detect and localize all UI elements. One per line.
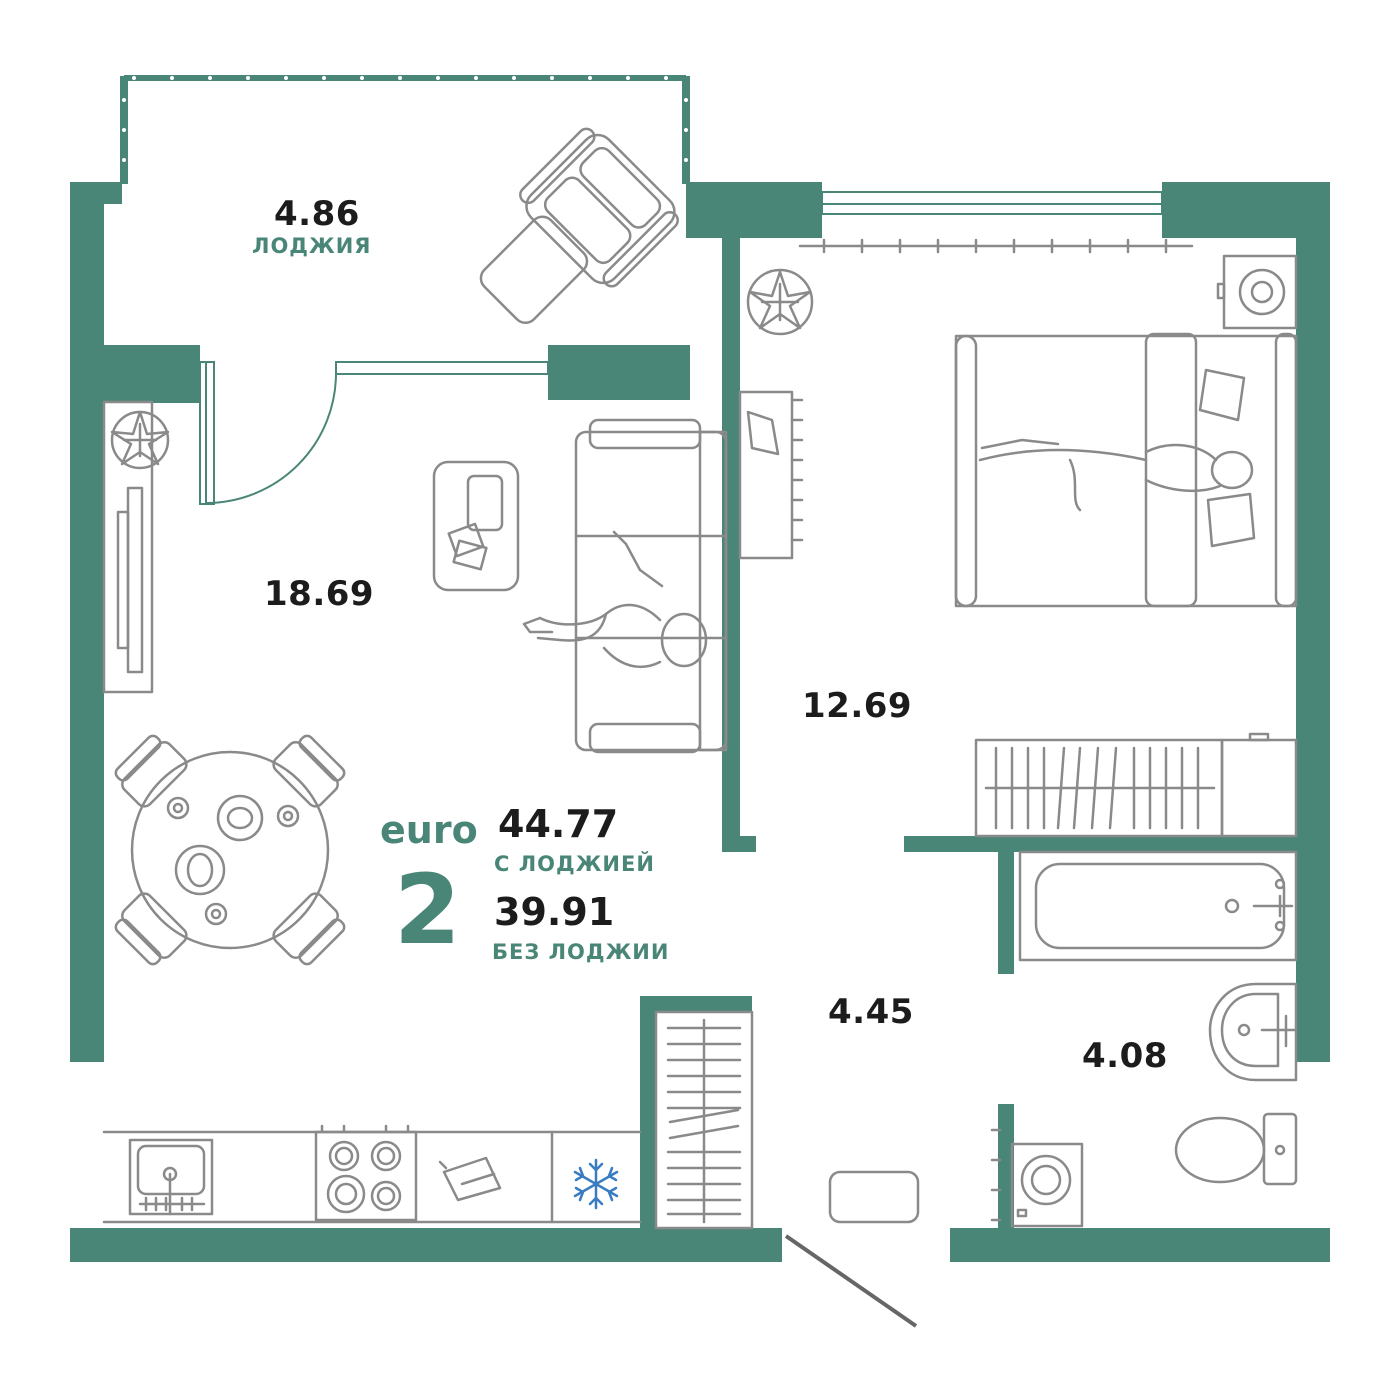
rug-icon (828, 1170, 920, 1224)
toilet-icon (1174, 1112, 1298, 1186)
windows (199, 191, 1163, 505)
rooms-count: 2 (394, 854, 461, 966)
coffee-table-icon (432, 460, 520, 592)
loggia-caption: ЛОДЖИЯ (252, 234, 372, 258)
kitchen-sink-icon (128, 1138, 214, 1216)
loggia-door (205, 363, 338, 504)
plant-icon (110, 410, 170, 470)
dining-table-icon (114, 734, 346, 966)
plant-icon (746, 268, 814, 336)
person-icon (522, 530, 708, 669)
with-loggia-caption: С ЛОДЖИЕЙ (494, 852, 655, 876)
loggia-area: 4.86 (274, 194, 360, 234)
without-loggia-caption: БЕЗ ЛОДЖИИ (492, 940, 670, 964)
wardrobe-icon (974, 732, 1298, 838)
area-with-loggia: 44.77 (498, 802, 619, 846)
entrance-door (784, 1234, 918, 1328)
bathtub-icon (1018, 850, 1298, 962)
armchair-icon (479, 127, 679, 325)
bathroom-area: 4.08 (1082, 1036, 1168, 1076)
format-label: euro (380, 808, 478, 852)
tv-icon (102, 400, 154, 694)
fridge-snowflake-icon (573, 1158, 619, 1210)
living-room-area: 18.69 (264, 574, 375, 614)
sink-icon (1208, 982, 1298, 1082)
hall-area: 4.45 (828, 992, 914, 1032)
washing-machine-icon (990, 1128, 1084, 1228)
stove-icon (314, 1124, 418, 1222)
bed-icon (954, 332, 1298, 608)
curtain-rod (798, 238, 1194, 254)
cutting-board-icon (438, 1156, 502, 1202)
sofa-icon (574, 418, 728, 754)
nightstand-icon (1216, 254, 1298, 330)
radiator-icon (654, 1010, 754, 1230)
loggia-railing (122, 75, 688, 162)
area-without-loggia: 39.91 (494, 890, 615, 934)
bookshelf-icon (738, 390, 804, 560)
bedroom-area: 12.69 (802, 686, 913, 726)
